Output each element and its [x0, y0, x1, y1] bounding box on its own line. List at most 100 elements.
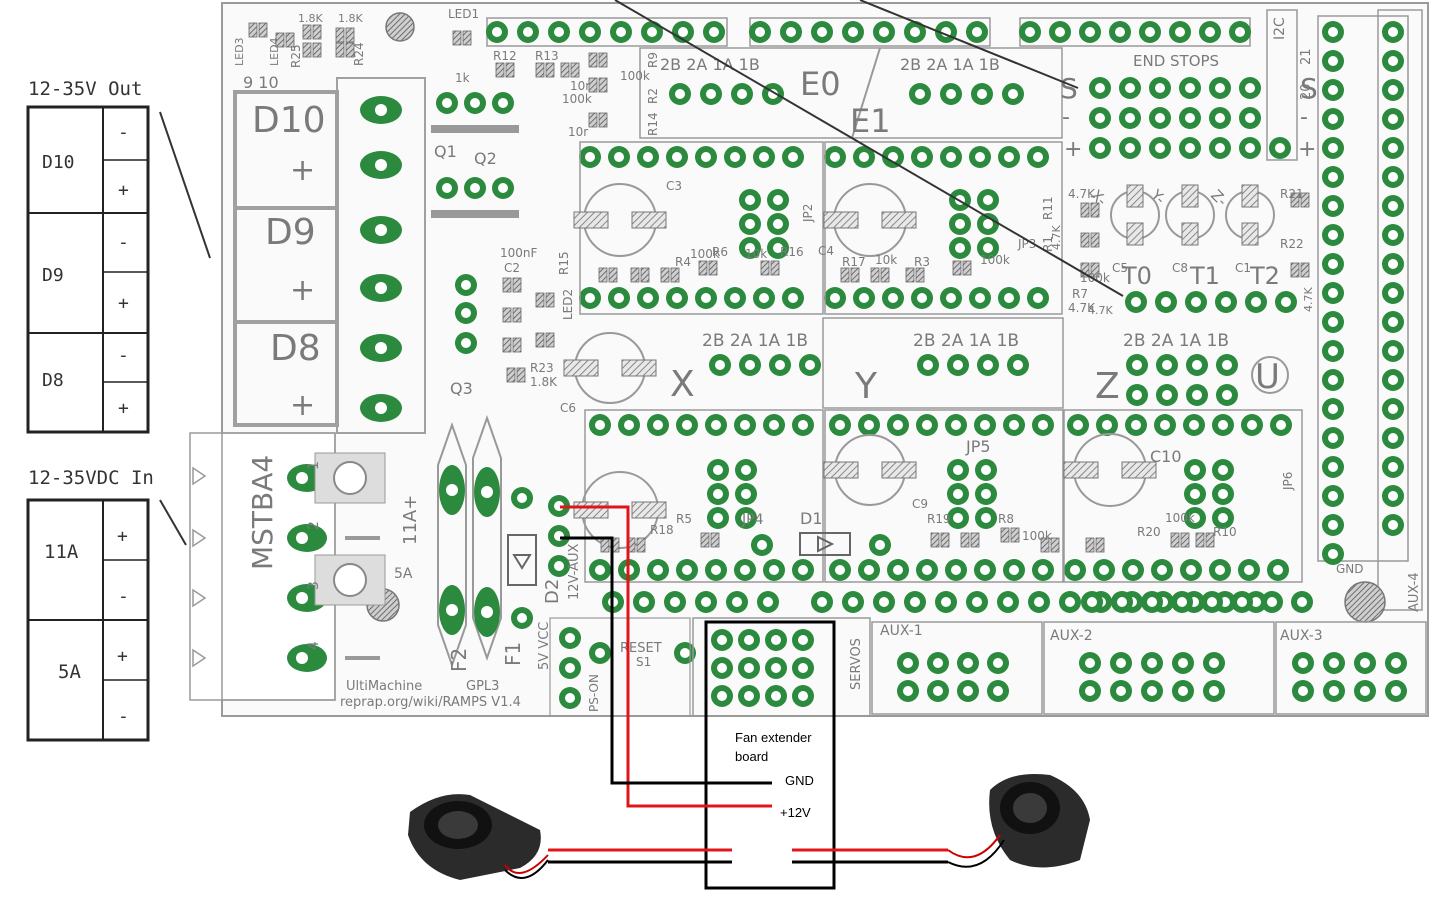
pad-hole [1329, 658, 1339, 668]
pad-hole [798, 691, 808, 701]
capacitor-pad [631, 501, 667, 519]
r15-label: R15 [557, 251, 571, 275]
pad-hole [933, 658, 943, 668]
smd-pad [570, 62, 580, 78]
z-motor-pins: 2B 2A 1A 1B [1123, 331, 1229, 351]
pad-hole [1218, 489, 1228, 499]
pad-hole [769, 565, 779, 575]
minus-sign: - [118, 232, 129, 253]
capacitor-pad [573, 501, 609, 519]
pad-hole [1328, 491, 1338, 501]
pad-hole [951, 420, 961, 430]
pad-hole [1328, 462, 1338, 472]
smd-pad [1205, 532, 1215, 548]
pad-hole [1190, 489, 1200, 499]
pad-hole [1155, 143, 1165, 153]
extruder-section: 2B 2A 1A 1B 2B 2A 1A 1B E0 E1 S - + + - … [639, 9, 1318, 290]
r18-label: R18 [650, 523, 674, 537]
terminal-hole [296, 652, 308, 664]
mosfet-label-d10: D10 [252, 100, 326, 141]
in-panel-title: 12-35VDC In [28, 467, 154, 489]
pad-hole [730, 152, 740, 162]
mounting-hole [385, 12, 415, 42]
pad-hole [585, 27, 595, 37]
red-wire-12v [560, 505, 772, 808]
terminal-pin-1: 1 [306, 461, 322, 470]
capacitor-pad [1181, 222, 1199, 246]
smd-pad [512, 307, 522, 323]
fuse-hole [446, 604, 458, 616]
pad-hole [442, 98, 452, 108]
value-100k: 100k [1165, 511, 1195, 525]
pad-hole [1328, 404, 1338, 414]
pad-hole [1215, 83, 1225, 93]
pad-hole [1388, 288, 1398, 298]
r11-value: 4.7K [1068, 187, 1096, 201]
pad-hole [1095, 83, 1105, 93]
thermistor-t0-label: T0 [1121, 262, 1152, 290]
thermistor-t2-label: T2 [1249, 262, 1280, 290]
pad-hole [879, 597, 889, 607]
pad-hole [1162, 360, 1172, 370]
pad-hole [946, 152, 956, 162]
pad-hole [1328, 230, 1338, 240]
pad-hole [1192, 360, 1202, 370]
pad-hole [1175, 27, 1185, 37]
smd-pad [285, 32, 295, 48]
pad-hole [1147, 597, 1157, 607]
pad-hole [744, 663, 754, 673]
terminal-hole [296, 532, 308, 544]
pad-hole [715, 360, 725, 370]
e1-label: E1 [850, 102, 891, 140]
fuse-outline [437, 421, 467, 669]
pad-hole [701, 597, 711, 607]
r6-label: R6 [712, 245, 728, 259]
pad-hole [1328, 433, 1338, 443]
pad-hole [1157, 565, 1167, 575]
pad-hole [798, 565, 808, 575]
pad-hole [1033, 293, 1043, 303]
pad-hole [763, 597, 773, 607]
pad-hole [643, 293, 653, 303]
plus-mark: + [1064, 137, 1082, 162]
pad-hole [980, 420, 990, 430]
pad-hole [859, 293, 869, 303]
pad-hole [1009, 420, 1019, 430]
pad-hole [848, 27, 858, 37]
pad-hole [1221, 297, 1231, 307]
url-label: reprap.org/wiki/RAMPS V1.4 [340, 695, 521, 710]
pad-hole [1117, 597, 1127, 607]
pad-hole [946, 293, 956, 303]
pad-hole [788, 293, 798, 303]
pad-hole [1186, 565, 1196, 575]
r25-label: R25 [289, 44, 303, 68]
cap-100nf-label: 100nF [500, 246, 538, 260]
pad-hole [1218, 513, 1228, 523]
f2-label: F2 [447, 648, 471, 672]
transistor-tab [431, 125, 519, 133]
q2-label: Q2 [474, 149, 497, 168]
d2-label: D2 [542, 579, 563, 604]
smd-pad [505, 62, 515, 78]
smd-pad [302, 42, 312, 58]
pad-hole [1192, 390, 1202, 400]
plus-sign: + [118, 293, 129, 314]
c4-label: C4 [818, 244, 834, 258]
e0-motor-pins: 2B 2A 1A 1B [660, 55, 760, 74]
pad-hole [1328, 259, 1338, 269]
pad-hole [740, 420, 750, 430]
pad-hole [585, 293, 595, 303]
pad-hole [1116, 658, 1126, 668]
value-100k: 100k [980, 253, 1010, 267]
pad-hole [941, 597, 951, 607]
in-label-5a: 5A [58, 661, 81, 683]
r2-label: R2 [646, 88, 660, 104]
fuse-hole [481, 606, 493, 618]
minus-sign: - [118, 122, 129, 143]
pad-hole [653, 420, 663, 430]
pad-hole [1360, 686, 1370, 696]
fuse-11a-label: 11A+ [400, 495, 421, 545]
pad-hole [953, 513, 963, 523]
pad-hole [498, 183, 508, 193]
terminal-hole [375, 402, 387, 414]
